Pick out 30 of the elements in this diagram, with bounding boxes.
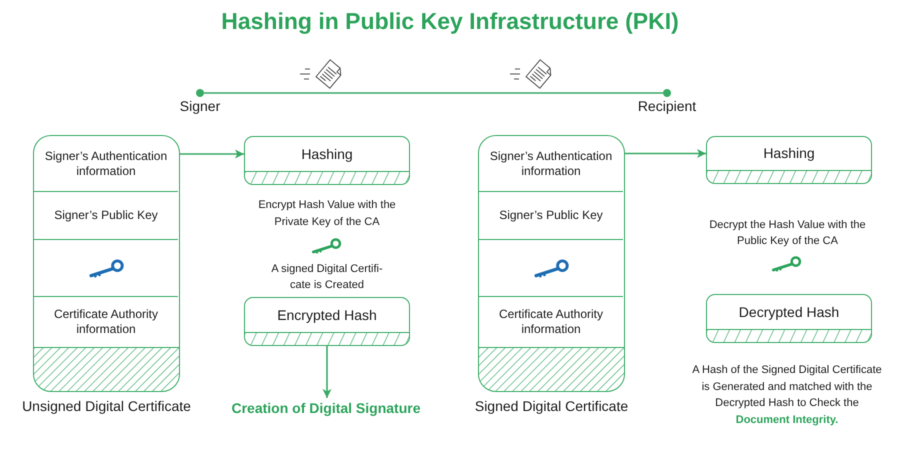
- result-text: Creation of Digital Signature: [226, 398, 426, 418]
- diagram-title: Hashing in Public Key Infrastructure (PKI): [221, 7, 679, 35]
- annotation-text: A signed Digital Certifi- cate is Created: [270, 262, 384, 293]
- arrow: [178, 150, 244, 158]
- arrow: [322, 346, 332, 398]
- endpoint-label: Recipient: [638, 98, 696, 114]
- process-label: Decrypted Hash: [738, 304, 840, 320]
- certificate-field: Signer’s Authentication information: [479, 136, 623, 191]
- connector-line: [204, 92, 663, 94]
- annotation-text: Encrypt Hash Value with the Private Key of the CA: [257, 198, 397, 230]
- process-label: Hashing: [301, 146, 353, 162]
- process-box: [244, 136, 410, 185]
- annotation-text: A Hash of the Signed Digital Certificate is Generated and matched with the Decrypted Hash to Check the Document Integrity.: [691, 363, 883, 428]
- certificate-field: Signer’s Authentication information: [34, 136, 178, 191]
- process-box: [706, 136, 872, 184]
- endpoint-label: Signer: [180, 98, 220, 114]
- arrow: [624, 149, 706, 158]
- timeline-dot: [663, 89, 671, 97]
- certificate-field: Signer’s Public Key: [479, 191, 623, 239]
- certificate-field: Certificate Authority information: [479, 296, 623, 346]
- certificate-field: Signer’s Public Key: [34, 191, 178, 239]
- certificate-caption: Unsigned Digital Certificate: [22, 398, 191, 414]
- certificate-caption: Signed Digital Certificate: [474, 398, 628, 414]
- timeline-dot: [196, 89, 204, 97]
- annotation-text: Decrypt the Hash Value with the Public Key of the CA: [708, 218, 867, 249]
- process-box: [706, 294, 872, 343]
- certificate-field: Certificate Authority information: [34, 296, 178, 346]
- process-box: [244, 297, 410, 346]
- process-label: Encrypted Hash: [277, 306, 377, 324]
- process-label: Hashing: [763, 145, 815, 162]
